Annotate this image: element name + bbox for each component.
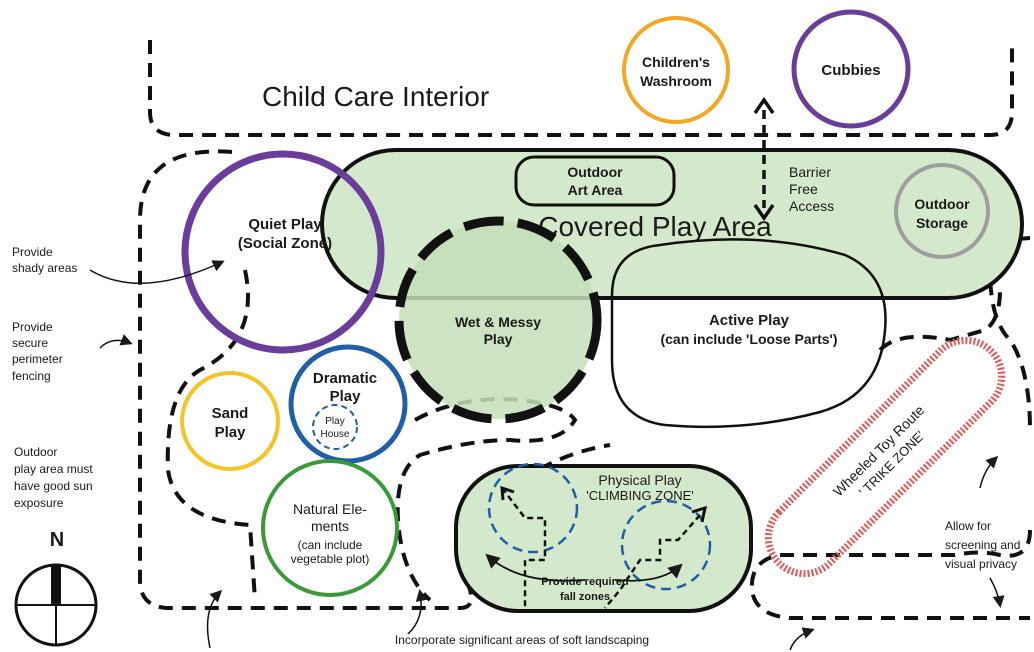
- art-label-1: Outdoor: [567, 164, 623, 180]
- note-screen-3: visual privacy: [945, 557, 1017, 571]
- cubbies-circle: [791, 9, 911, 129]
- natural-elements-circle: [261, 459, 399, 597]
- sand-label-1: Sand: [212, 405, 249, 422]
- screen-arrow-up: [979, 455, 999, 489]
- art-area: [514, 155, 676, 207]
- fence-arrow: [99, 334, 133, 349]
- sand-label-2: Play: [215, 424, 247, 441]
- soft-arrow-3: [789, 627, 815, 651]
- dramatic-play-circle: [288, 344, 408, 464]
- soft-arrow-2: [407, 589, 428, 635]
- natural-label-3: (can include: [298, 538, 363, 552]
- wet-messy-circle: [394, 216, 602, 424]
- natural-label-2: ments: [311, 518, 349, 534]
- fallzones-label-2: fall zones: [560, 591, 610, 603]
- active-play-area: [610, 238, 887, 429]
- note-fence-2: secure: [12, 336, 48, 350]
- barrier-arrow-down: [753, 204, 775, 222]
- natural-label-1: Natural Ele-: [293, 501, 367, 517]
- interior-title: Child Care Interior: [262, 81, 489, 112]
- climbing-arrow-right: [691, 505, 708, 523]
- fall-zone-pointer: [485, 553, 586, 582]
- note-sun-4: exposure: [14, 496, 64, 510]
- art-label-2: Art Area: [568, 182, 623, 198]
- dramatic-label-1: Dramatic: [313, 370, 377, 387]
- note-sun-2: play area must: [14, 462, 93, 476]
- washroom-circle: [622, 16, 730, 124]
- barrier-arrow-up: [753, 96, 775, 114]
- compass-label: N: [50, 529, 64, 551]
- climbing-path-left: [501, 487, 547, 608]
- wet-label-2: Play: [484, 331, 513, 347]
- note-fence-4: fencing: [12, 369, 51, 383]
- fall-zone-right: [620, 499, 712, 591]
- note-soft-landscaping: Incorporate significant areas of soft la…: [395, 633, 649, 647]
- screen-arrow-down: [989, 577, 1005, 608]
- shady-arrow: [89, 260, 225, 284]
- storage-label-1: Outdoor: [914, 196, 970, 212]
- storage-label-2: Storage: [916, 215, 968, 231]
- compass-icon: [14, 563, 98, 647]
- washroom-label-2: Washroom: [640, 73, 712, 89]
- inner-zone-boundary: [165, 269, 257, 601]
- note-shady-2: shady areas: [12, 261, 77, 275]
- washroom-label-1: Children's: [642, 54, 710, 70]
- note-shady-1: Provide: [12, 245, 53, 259]
- natural-label-4: vegetable plot): [291, 552, 370, 566]
- soft-arrow-1: [206, 589, 223, 649]
- note-sun-3: have good sun: [14, 479, 93, 493]
- barrier-label-2: Free: [789, 181, 818, 197]
- barrier-label-3: Access: [789, 198, 834, 214]
- physical-label-2: 'CLIMBING ZONE': [586, 488, 694, 503]
- note-fence-3: perimeter: [12, 352, 63, 366]
- active-area-boundary: [878, 289, 1002, 352]
- note-sun-1: Outdoor: [14, 445, 57, 459]
- fall-zone-left: [487, 462, 579, 554]
- dramatic-label-2: Play: [330, 388, 362, 405]
- sand-play-circle: [180, 371, 280, 471]
- note-screen-1: Allow for: [945, 519, 991, 533]
- playhouse-label-2: House: [321, 429, 350, 440]
- active-label-1: Active Play: [709, 312, 790, 329]
- trike-route: [764, 336, 1006, 578]
- quiet-play-circle: [181, 150, 385, 354]
- fallzones-label-1: Provide required: [541, 576, 628, 588]
- covered-title: Covered Play Area: [538, 211, 772, 242]
- quiet-label-2: (Social Zone): [238, 235, 332, 252]
- active-label-2: (can include 'Loose Parts'): [660, 331, 837, 347]
- right-lower-boundary: [749, 529, 1032, 620]
- note-screen-2: screening and: [945, 538, 1020, 552]
- note-fence-1: Provide: [12, 320, 53, 334]
- playhouse-circle: [312, 404, 358, 450]
- barrier-label-1: Barrier: [789, 164, 831, 180]
- interior-boundary: [148, 40, 1014, 137]
- climbing-path-right: [604, 514, 701, 609]
- physical-label-1: Physical Play: [598, 472, 681, 488]
- wet-label-1: Wet & Messy: [455, 314, 541, 330]
- quiet-label-1: Quiet Play: [248, 216, 322, 233]
- climbing-arrow-left: [500, 485, 515, 501]
- cubbies-label: Cubbies: [821, 62, 880, 79]
- fall-zone-pointer-2: [614, 563, 683, 582]
- storage-circle: [894, 163, 990, 259]
- playhouse-label-1: Play: [325, 416, 344, 427]
